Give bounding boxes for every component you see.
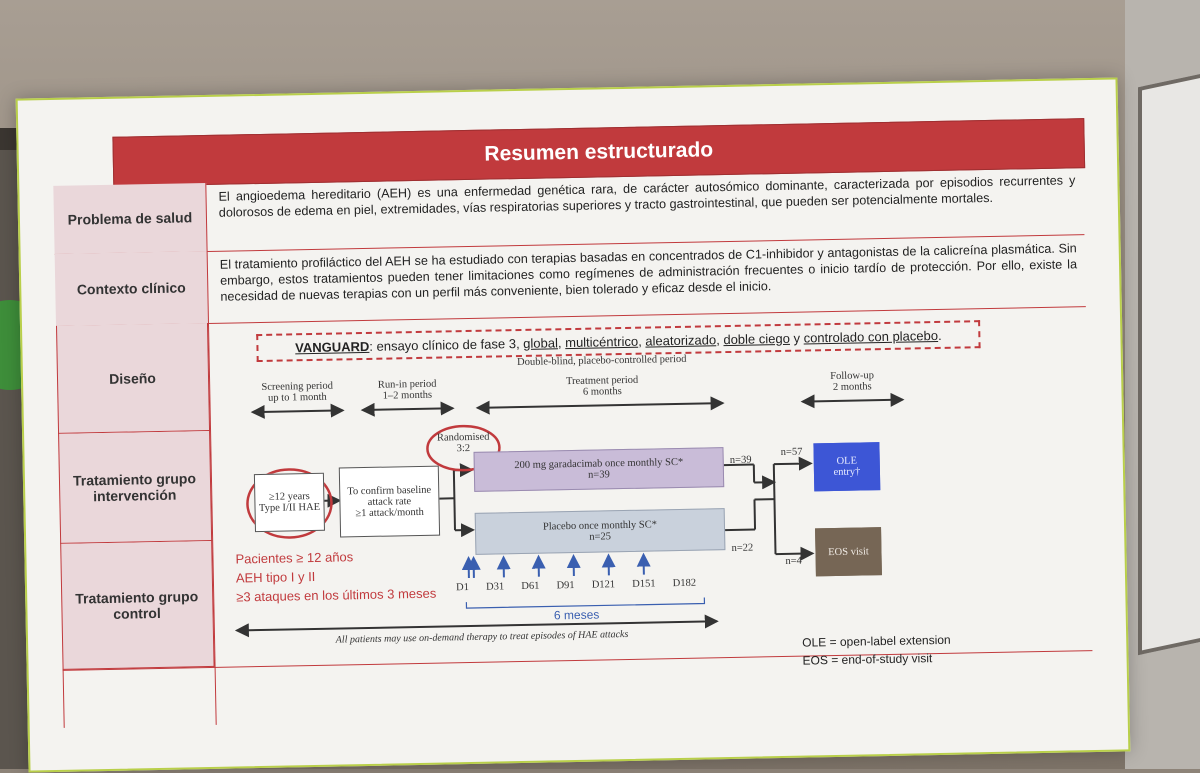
- day-label: D1: [456, 582, 469, 593]
- placebo-arm-n: n=25: [589, 531, 611, 542]
- text-contexto: El tratamiento profiláctico del AEH se h…: [220, 240, 1078, 304]
- out-active-n: n=39: [726, 454, 756, 466]
- eos-visit-box: EOS visit: [815, 527, 882, 576]
- eligibility-box: ≥12 years Type I/II HAE: [254, 473, 325, 532]
- label-column: [56, 323, 215, 670]
- screening-duration: up to 1 month: [242, 391, 352, 404]
- legend-eos: EOS = end-of-study visit: [802, 651, 932, 667]
- n57-label: n=57: [776, 447, 806, 459]
- confirm-line1: To confirm baseline: [347, 484, 431, 497]
- active-arm-box: 200 mg garadacimab once monthly SC* n=39: [473, 447, 724, 492]
- projection-screen: Resumen estructurado Problema de salud E…: [16, 77, 1131, 772]
- n4-label: n=4: [779, 556, 809, 568]
- side-monitor: [1138, 73, 1200, 655]
- eligibility-age: ≥12 years: [269, 491, 310, 503]
- ole-entry-label: entry†: [833, 466, 860, 478]
- study-design-diagram: VANGUARD: ensayo clínico de fase 3, glob…: [211, 308, 1094, 725]
- followup-duration: 2 months: [797, 381, 907, 394]
- ole-entry-box: OLE entry†: [813, 442, 880, 491]
- day-label: D121: [592, 579, 616, 590]
- day-label: D31: [486, 581, 504, 592]
- ole-label: OLE: [836, 456, 857, 467]
- randomised-title: Randomised: [427, 431, 499, 443]
- patient-criteria: Pacientes ≥ 12 años AEH tipo I y II ≥3 a…: [235, 546, 436, 607]
- criteria-attacks: ≥3 ataques en los últimos 3 meses: [236, 584, 436, 607]
- placebo-arm-box: Placebo once monthly SC* n=25: [475, 508, 726, 555]
- confirm-line2: attack rate: [368, 496, 412, 508]
- runin-duration: 1–2 months: [352, 389, 462, 402]
- confirm-line3: ≥1 attack/month: [355, 506, 424, 518]
- eligibility-type: Type I/II HAE: [259, 502, 320, 514]
- day-label: D182: [673, 578, 697, 589]
- runin-box: To confirm baseline attack rate ≥1 attac…: [339, 466, 440, 538]
- day-label: D91: [556, 580, 574, 591]
- legend-ole: OLE = open-label extension: [802, 633, 951, 650]
- out-placebo-n: n=22: [727, 542, 757, 554]
- slide: Resumen estructurado Problema de salud E…: [52, 118, 1093, 728]
- six-months-label: 6 meses: [547, 607, 607, 622]
- day-label: D61: [521, 581, 539, 592]
- text-problema: El angioedema hereditario (AEH) es una e…: [218, 172, 1075, 220]
- day-label: D151: [632, 578, 656, 589]
- label-problema: Problema de salud: [53, 183, 207, 254]
- label-contexto: Contexto clínico: [55, 251, 209, 326]
- active-arm-n: n=39: [588, 469, 610, 480]
